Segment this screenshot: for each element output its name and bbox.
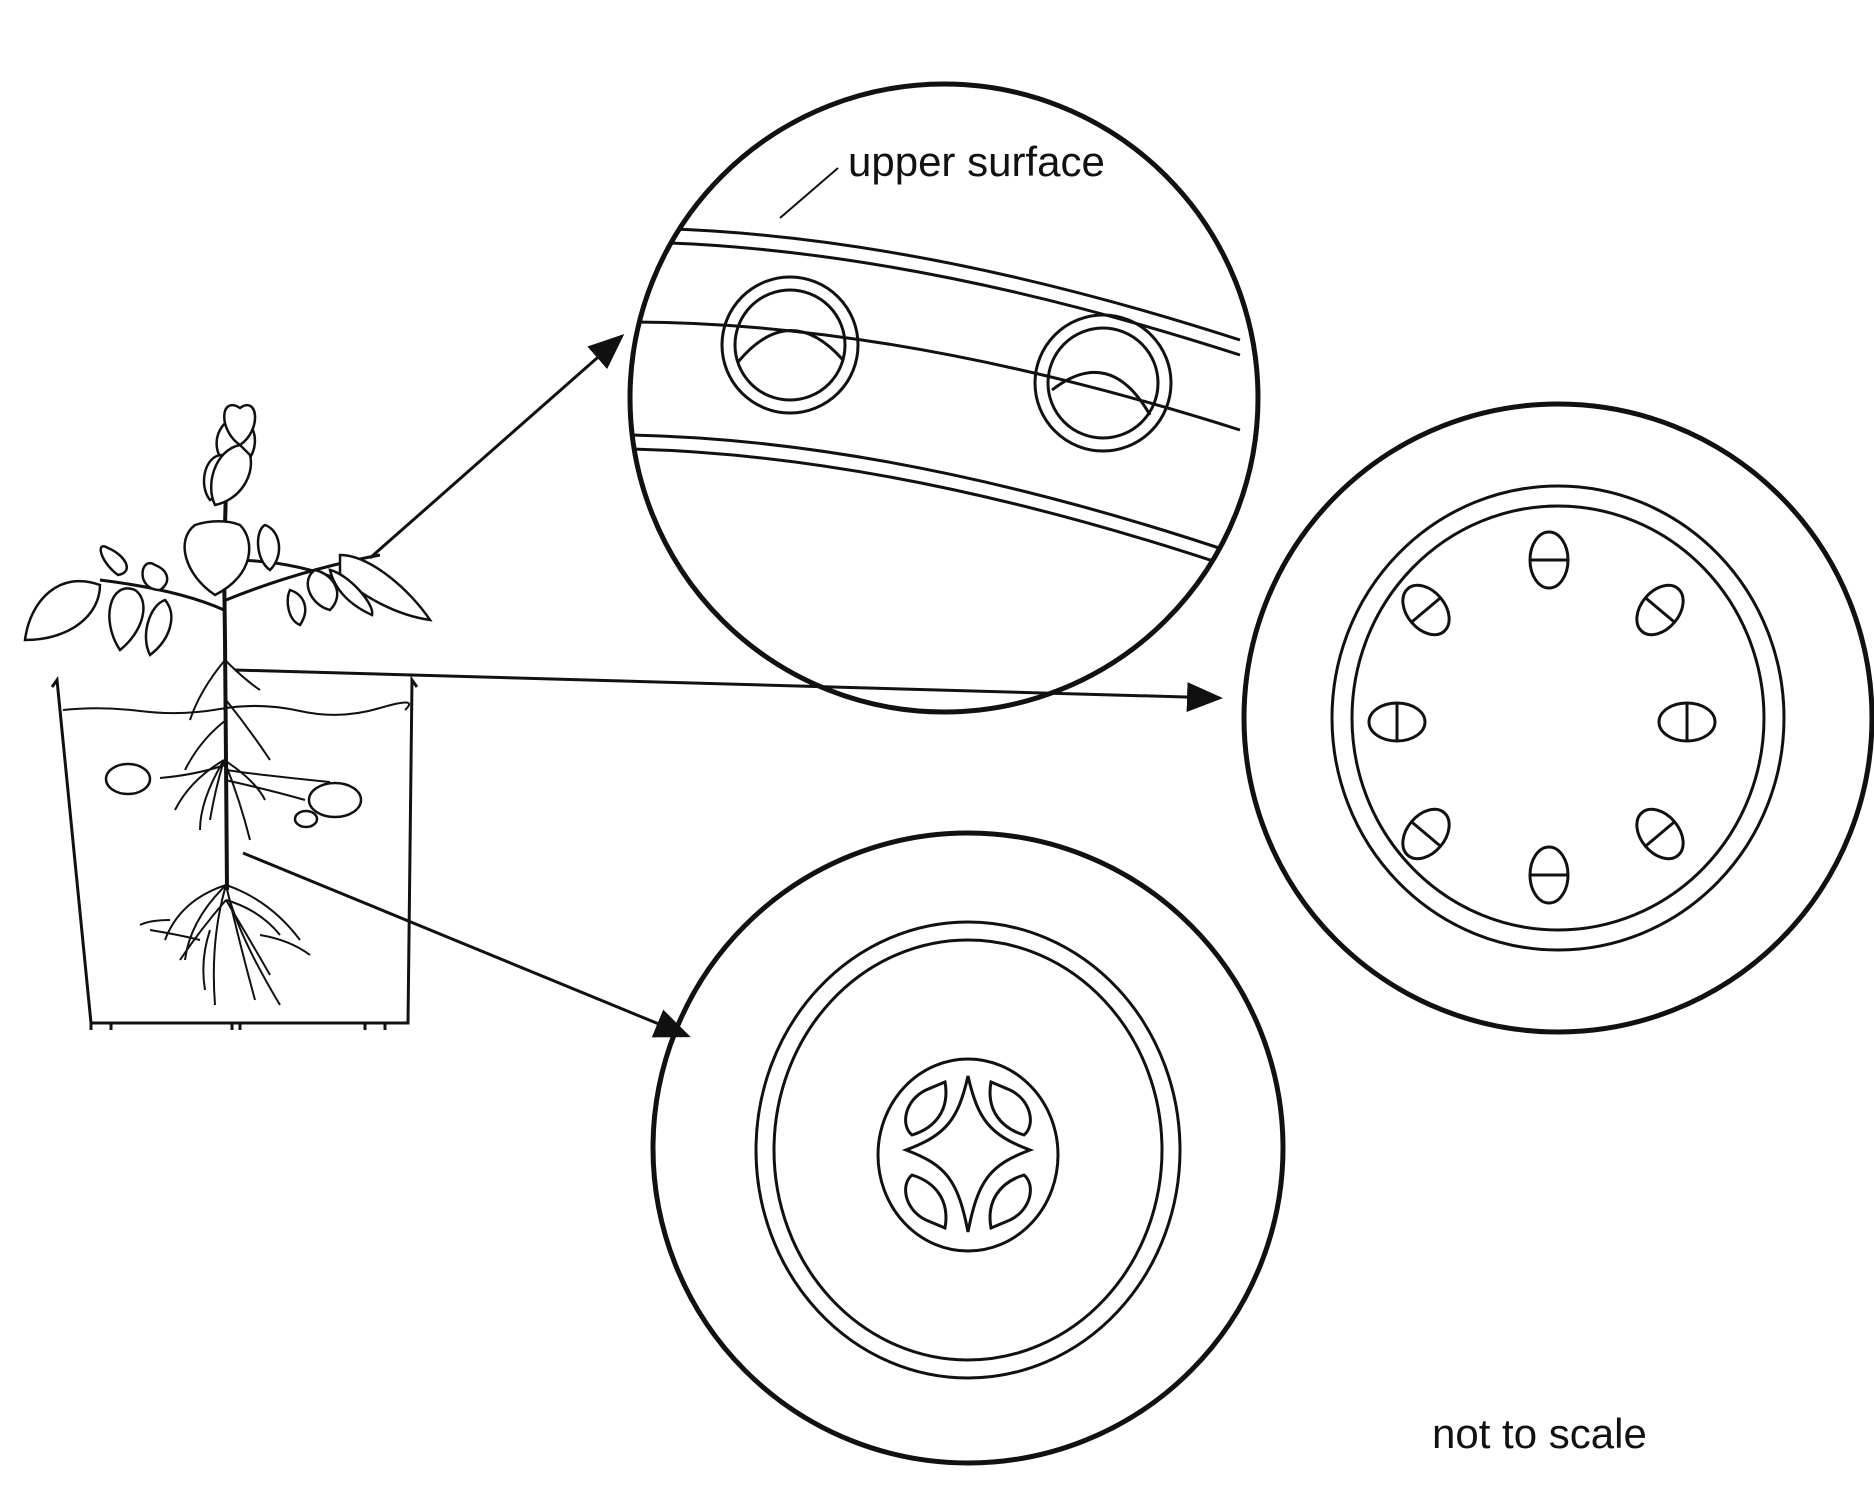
stoma-right bbox=[1033, 313, 1173, 453]
arrow-to-leaf-section bbox=[369, 334, 625, 560]
roots bbox=[139, 659, 331, 1006]
upper-surface-label: upper surface bbox=[848, 138, 1105, 185]
not-to-scale-note: not to scale bbox=[1432, 1410, 1647, 1457]
root-section-circle bbox=[650, 830, 1286, 1466]
upper-surface-pointer bbox=[779, 167, 839, 219]
leaf-branches bbox=[23, 404, 433, 657]
vascular-bundles bbox=[1367, 530, 1717, 905]
potted-plant bbox=[23, 404, 433, 1030]
pot bbox=[50, 675, 419, 1030]
leaf-section-circle: upper surface bbox=[627, 81, 1261, 715]
tubers bbox=[104, 762, 363, 829]
stem-section-circle bbox=[1241, 401, 1874, 1035]
arrow-to-root-section bbox=[242, 851, 691, 1038]
vascular-tissue bbox=[876, 1057, 1060, 1253]
stoma-left bbox=[720, 275, 860, 415]
